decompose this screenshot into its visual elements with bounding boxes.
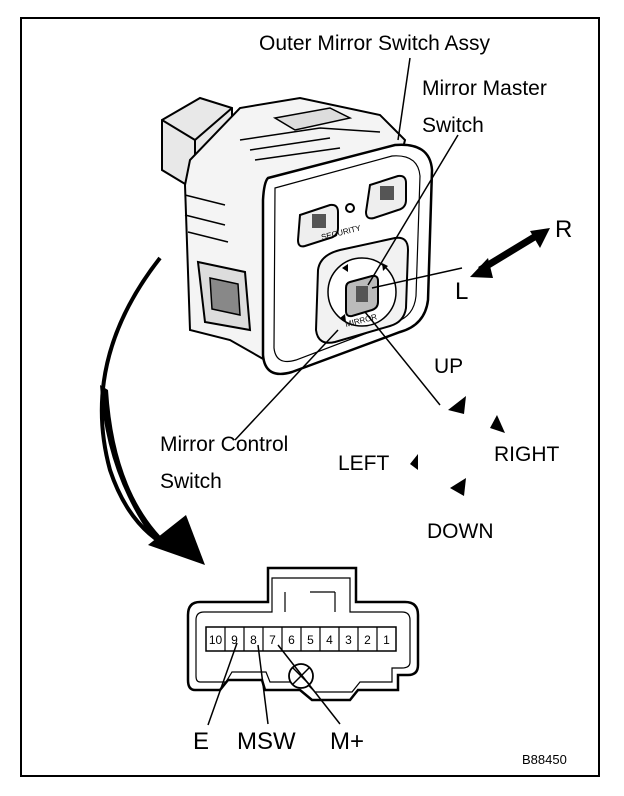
- mirror-control-switch-label-line1: Mirror Control: [160, 433, 289, 456]
- direction-arrows: [410, 396, 505, 496]
- pin-msw-label: MSW: [237, 728, 296, 755]
- pin-e-label: E: [193, 728, 210, 755]
- connector-pin-4: 4: [326, 633, 333, 647]
- figure-frame: [20, 17, 600, 777]
- direction-right-label: RIGHT: [494, 443, 560, 466]
- mirror-master-switch-label-line1: Mirror Master: [422, 77, 547, 100]
- connector-pin-5: 5: [307, 633, 314, 647]
- curved-arrow: [99, 256, 205, 565]
- direction-l-label: L: [455, 278, 469, 305]
- connector-pin-7: 7: [269, 633, 276, 647]
- mirror-control-switch-label-line2: Switch: [160, 470, 222, 493]
- connector-pin-6: 6: [288, 633, 295, 647]
- mirror-master-switch-label-line2: Switch: [422, 114, 484, 137]
- connector-pin-10: 10: [209, 633, 223, 647]
- left-arrow-icon: [410, 454, 418, 470]
- figure-code: B88450: [522, 752, 567, 767]
- pin-leader-lines: [207, 642, 341, 726]
- direction-down-label: DOWN: [427, 520, 494, 543]
- outer-mirror-switch-assy-label: Outer Mirror Switch Assy: [259, 32, 491, 55]
- direction-r-label: R: [555, 216, 573, 243]
- rl-double-arrow: [470, 228, 550, 278]
- connector-pin-9: 9: [231, 633, 238, 647]
- leader-lines: [234, 57, 463, 441]
- direction-up-label: UP: [434, 355, 464, 378]
- up-arrow-icon: [448, 396, 466, 414]
- direction-left-label: LEFT: [338, 452, 390, 475]
- connector-pin-2: 2: [364, 633, 371, 647]
- connector-pin-8: 8: [250, 633, 257, 647]
- connector-pin-1: 1: [383, 633, 390, 647]
- down-arrow-icon: [450, 478, 466, 496]
- switch-assembly: [161, 96, 434, 376]
- pin-mplus-label: M+: [330, 728, 365, 755]
- right-arrow-icon: [490, 415, 505, 433]
- connector-pin-3: 3: [345, 633, 352, 647]
